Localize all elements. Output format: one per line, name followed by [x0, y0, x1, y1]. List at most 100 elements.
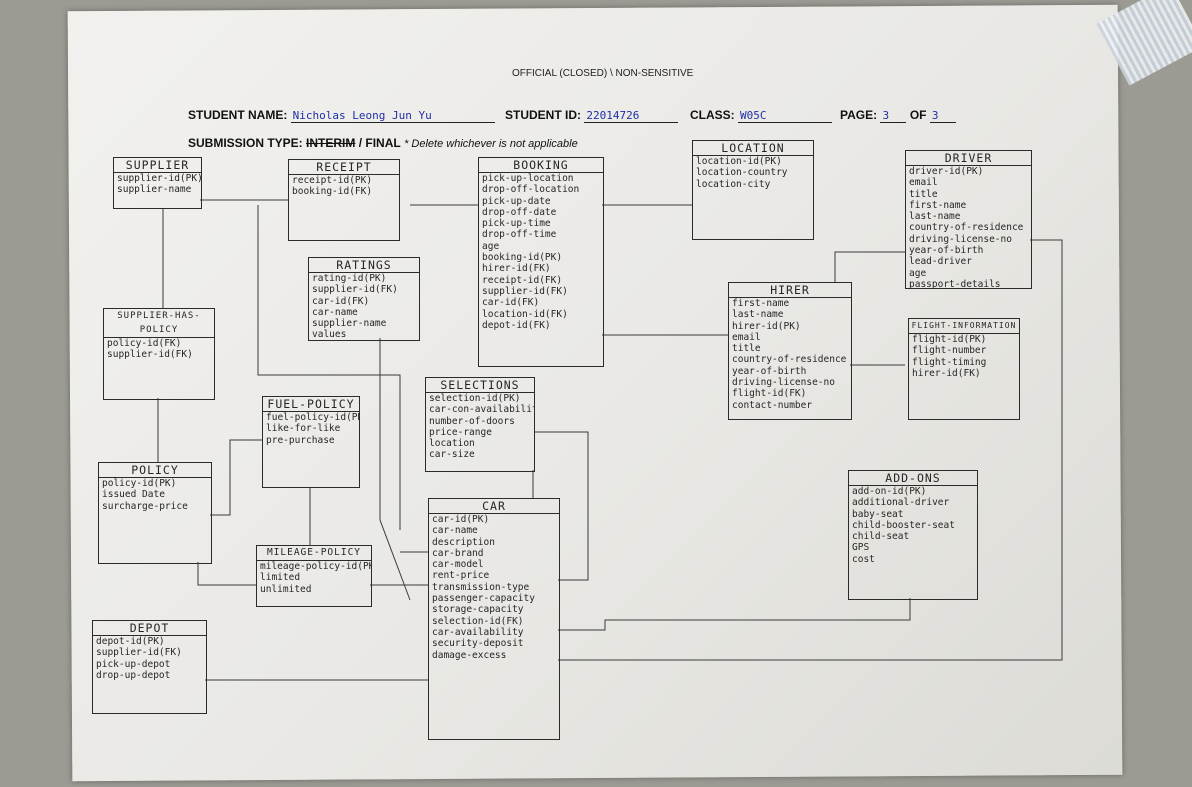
attribute: description — [432, 536, 495, 548]
submission-final: / FINAL — [358, 136, 401, 150]
attribute: drop-up-depot — [96, 669, 171, 681]
line-driver-car — [558, 239, 1063, 661]
entity-receipt: RECEIPT receipt-id(PK) booking-id(FK) — [288, 159, 400, 241]
attribute: unlimited — [260, 583, 312, 595]
attribute: first-name — [732, 298, 790, 309]
attribute: damage-excess — [432, 649, 507, 661]
attribute: cost — [852, 553, 875, 565]
attribute: car-con-availability — [429, 404, 534, 416]
line-ratings-car-2 — [379, 338, 411, 601]
of-value: 3 — [929, 109, 956, 123]
student-id-value: 22014726 — [584, 109, 679, 123]
attribute: policy-id(PK) — [102, 478, 177, 489]
attribute: location-country — [696, 167, 788, 179]
attribute: country-of-residence — [732, 354, 847, 366]
entity-supplier: SUPPLIER supplier-id(PK) supplier-name — [113, 157, 202, 209]
student-name-row: STUDENT NAME: Nicholas Leong Jun Yu — [188, 108, 495, 123]
attribute: additional-driver — [852, 497, 950, 509]
attribute: number-of-doors — [429, 415, 515, 427]
attribute: supplier-id(FK) — [107, 349, 193, 361]
student-id-row: STUDENT ID: 22014726 — [505, 108, 679, 123]
submission-label: SUBMISSION TYPE: — [188, 136, 303, 150]
entity-title: ADD-ONS — [849, 471, 977, 486]
attribute: GPS — [852, 542, 870, 554]
attribute: supplier-id(FK) — [96, 647, 182, 659]
attribute: car-name — [432, 525, 478, 537]
entity-title: DEPOT — [93, 621, 206, 636]
attribute: rent-price — [432, 570, 490, 582]
attribute: flight-id(PK) — [912, 334, 987, 345]
entity-title: SUPPLIER-HAS-POLICY — [104, 309, 214, 338]
attribute: limited — [260, 572, 301, 584]
entity-booking: BOOKING pick-up-location drop-off-locati… — [478, 157, 604, 367]
attribute: pick-up-time — [482, 218, 551, 230]
entity-title: MILEAGE-POLICY — [257, 546, 371, 561]
attribute: email — [909, 177, 938, 189]
page-row: PAGE: 3 OF 3 — [840, 108, 956, 123]
attribute: car-id(FK) — [312, 295, 370, 307]
attribute: pre-purchase — [266, 434, 335, 446]
entity-driver: DRIVER driver-id(PK) email title first-n… — [905, 150, 1032, 290]
attribute: receipt-id(FK) — [482, 274, 563, 286]
entity-mileage-policy: MILEAGE-POLICY mileage-policy-id(PK) lim… — [256, 545, 372, 607]
line-policy-mileage — [197, 562, 256, 586]
class-row: CLASS: W05C — [690, 108, 833, 123]
attribute: car-brand — [432, 547, 484, 559]
entity-car: CAR car-id(PK) car-name description car-… — [428, 498, 560, 740]
attribute: location — [429, 438, 475, 450]
attribute: transmission-type — [432, 581, 530, 593]
page-label: PAGE: — [840, 108, 878, 122]
attribute: price-range — [429, 426, 492, 438]
attribute: depot-id(PK) — [96, 636, 165, 647]
submission-note: * Delete whichever is not applicable — [404, 138, 578, 150]
attribute: hirer-id(PK) — [732, 320, 801, 332]
attribute: driver-id(PK) — [909, 166, 984, 177]
attribute: booking-id(PK) — [482, 252, 563, 264]
attribute: storage-capacity — [432, 604, 524, 616]
attribute: car-id(FK) — [482, 297, 540, 309]
attribute: booking-id(FK) — [292, 186, 373, 198]
entity-title: FUEL-POLICY — [263, 397, 359, 412]
attribute: depot-id(FK) — [482, 319, 551, 331]
attribute: add-on-id(PK) — [852, 486, 927, 497]
entity-flight-information: FLIGHT-INFORMATION flight-id(PK) flight-… — [908, 318, 1020, 420]
attribute: like-for-like — [266, 423, 341, 435]
attribute: car-availability — [432, 626, 524, 638]
class-value: W05C — [738, 109, 833, 123]
attribute: car-id(PK) — [432, 514, 490, 525]
entity-title: SUPPLIER — [114, 158, 201, 173]
entity-hirer: HIRER first-name last-name hirer-id(PK) … — [728, 282, 852, 420]
attribute: title — [732, 343, 761, 355]
attribute: first-name — [909, 199, 967, 211]
entity-ratings: RATINGS rating-id(PK) supplier-id(FK) ca… — [308, 257, 420, 341]
attribute: year-of-birth — [909, 245, 984, 257]
entity-title: HIRER — [729, 283, 851, 298]
attribute: policy-id(FK) — [107, 338, 182, 349]
entity-selections: SELECTIONS selection-id(PK) car-con-avai… — [425, 377, 535, 472]
attribute: driving-license-no — [909, 233, 1012, 245]
entity-fuel-policy: FUEL-POLICY fuel-policy-id(PK) like-for-… — [262, 396, 360, 488]
attribute: surcharge-price — [102, 500, 188, 512]
page-value: 3 — [880, 109, 907, 123]
attribute: issued Date — [102, 489, 165, 501]
attribute: location-id(FK) — [482, 308, 568, 320]
attribute: year-of-birth — [732, 365, 807, 377]
attribute: contact-number — [732, 399, 813, 411]
attribute: fuel-policy-id(PK) — [266, 412, 359, 423]
line-selections-car-2 — [535, 431, 589, 581]
classification-label: OFFICIAL (CLOSED) \ NON-SENSITIVE — [512, 68, 694, 79]
entity-title: DRIVER — [906, 151, 1031, 166]
attribute: child-seat — [852, 531, 910, 543]
attribute: supplier-id(PK) — [117, 173, 201, 184]
attribute: supplier-name — [117, 184, 192, 196]
attribute: passport-details — [909, 278, 1001, 290]
line-hirer-driver — [834, 251, 905, 282]
attribute: values — [312, 329, 347, 341]
entity-title: FLIGHT-INFORMATION — [909, 319, 1019, 334]
line-car-addons — [558, 598, 911, 631]
attribute: drop-off-time — [482, 229, 557, 241]
entity-title: RECEIPT — [289, 160, 399, 175]
of-label: OF — [909, 108, 927, 122]
submission-interim: INTERIM — [306, 136, 356, 150]
attribute: pick-up-depot — [96, 658, 171, 670]
